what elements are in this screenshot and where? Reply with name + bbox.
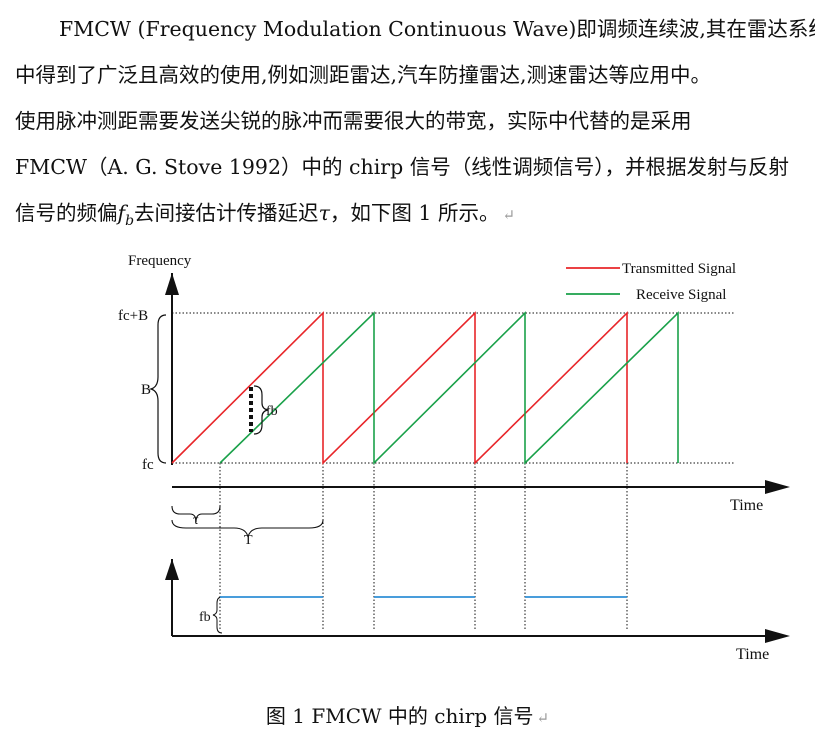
math-fb: fb <box>117 201 135 229</box>
fmcw-chirp-figure: Frequency Time fc+B B fc fb Transmitted … <box>118 253 790 663</box>
text-span: FMCW（A. G. Stove 1992）中的 chirp 信号（线性调频信号… <box>15 155 789 179</box>
beat-y-axis-arrow-icon <box>165 559 179 580</box>
beat-y-label-fb: fb <box>199 610 211 625</box>
vertical-guides <box>219 463 628 630</box>
text-span: ，如下图 1 所示。 <box>329 201 500 225</box>
body-paragraph: FMCW (Frequency Modulation Continuous Wa… <box>15 6 815 236</box>
tick-label-fc: fc <box>142 457 154 473</box>
math-sub: b <box>125 213 135 230</box>
text-span: 使用脉冲测距需要发送尖锐的脉冲而需要很大的带宽，实际中代替的是采用 <box>15 109 692 133</box>
legend-label-transmitted: Transmitted Signal <box>622 261 736 277</box>
caption-text: 图 1 FMCW 中的 chirp 信号 <box>265 704 534 728</box>
y-axis-arrow-icon <box>165 273 179 295</box>
text-span: FMCW (Frequency Modulation Continuous Wa… <box>59 17 815 41</box>
paragraph-line: 信号的频偏fb去间接估计传播延迟τ，如下图 1 所示。↵ <box>15 190 815 236</box>
period-annotation-label: T <box>244 533 253 548</box>
tick-label-fc-plus-b: fc+B <box>118 308 148 324</box>
x-axis-arrow-icon <box>765 480 790 494</box>
y-axis-label: Frequency <box>128 253 192 269</box>
text-span: 去间接估计传播延迟 <box>134 201 319 225</box>
text-span: 信号的频偏 <box>15 201 118 225</box>
b-brace <box>148 314 167 464</box>
return-mark: ↵ <box>536 709 550 727</box>
fb-brace <box>253 385 269 435</box>
series-line-receive <box>219 311 679 465</box>
figure-caption: 图 1 FMCW 中的 chirp 信号↵ <box>0 700 815 729</box>
beat-fb-brace <box>212 596 223 634</box>
legend-label-receive: Receive Signal <box>636 287 726 303</box>
tau-brace <box>171 505 221 523</box>
tau-annotation-label: τ <box>193 513 199 528</box>
x-axis-label: Time <box>730 497 763 514</box>
tick-label-b: B <box>141 382 151 398</box>
legend: Transmitted Signal Receive Signal <box>566 261 736 303</box>
return-mark: ↵ <box>502 206 516 224</box>
paragraph-line: 使用脉冲测距需要发送尖锐的脉冲而需要很大的带宽，实际中代替的是采用 <box>15 98 815 144</box>
paragraph-line: FMCW (Frequency Modulation Continuous Wa… <box>15 6 815 52</box>
beat-x-axis-arrow-icon <box>765 629 790 643</box>
math-tau: τ <box>318 201 330 225</box>
math-var: f <box>117 201 126 225</box>
fb-annotation-label: fb <box>266 404 278 419</box>
series-line-transmitted <box>171 311 628 465</box>
period-brace <box>171 519 324 538</box>
paragraph-line: FMCW（A. G. Stove 1992）中的 chirp 信号（线性调频信号… <box>15 144 815 190</box>
paragraph-line: 中得到了广泛且高效的使用,例如测距雷达,汽车防撞雷达,测速雷达等应用中。 <box>15 52 815 98</box>
text-span: 中得到了广泛且高效的使用,例如测距雷达,汽车防撞雷达,测速雷达等应用中。 <box>15 63 712 87</box>
beat-x-axis-label: Time <box>736 646 769 663</box>
